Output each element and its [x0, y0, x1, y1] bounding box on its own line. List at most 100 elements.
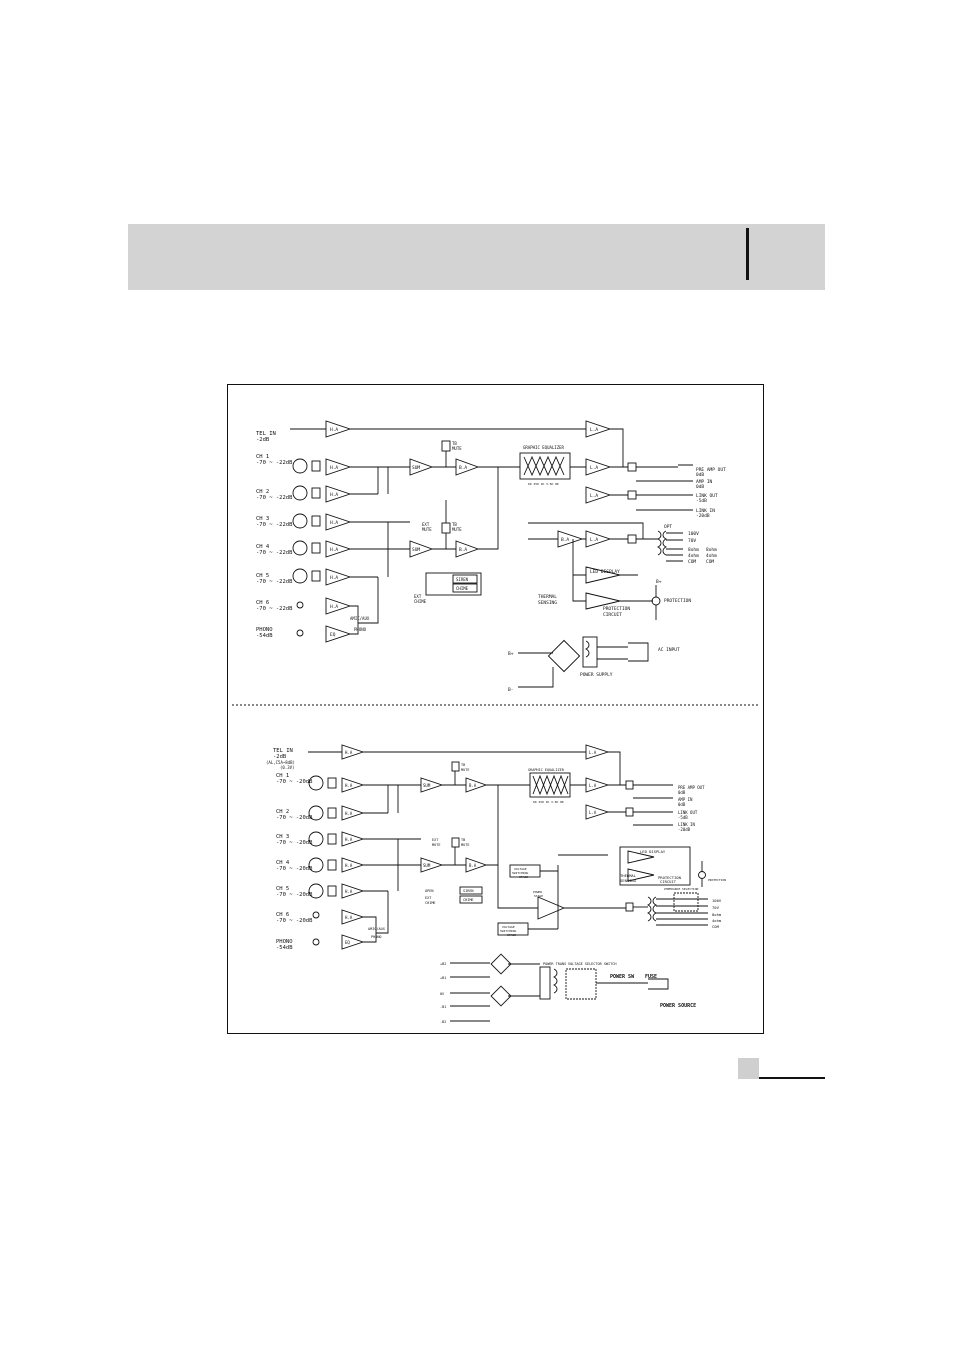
block-diagram-svg: TEL IN -2dB CH 1 -70 ~ -22dB CH 2 -70 ~ …	[232, 420, 759, 1024]
bottom-ch3-label: CH 3	[276, 834, 289, 840]
bottom-power-sw: POWER SW	[610, 974, 635, 980]
bottom-ch6-label: CH 6	[276, 912, 289, 918]
top-tb-2: TB	[452, 522, 457, 527]
top-ch2-level: -70 ~ -22dB	[256, 495, 293, 501]
bottom-diagram: TEL IN -2dB (AL,C5A~8dB) (0.3V) CH 1 -70…	[266, 744, 726, 1024]
bottom-out-amp-in-level: 0dB	[678, 802, 686, 807]
top-out-amp-in: AMP IN	[696, 479, 713, 485]
bottom-ba-1: B.A	[469, 783, 477, 788]
bottom-ha-label-ch4: H.A	[345, 863, 353, 868]
top-ext-mute: MUTE	[422, 527, 432, 532]
bottom-thermal-1: THERMAL	[620, 873, 637, 878]
bottom-ha-label-ch6: H.A	[345, 915, 353, 920]
top-ext-chime-2: CHIME	[414, 599, 427, 604]
top-phono-level: -54dB	[256, 633, 273, 639]
top-phono-label: PHONO	[256, 627, 273, 633]
top-la-4: L.A	[590, 537, 598, 543]
bottom-open: OPEN	[425, 889, 433, 893]
bottom-chime: CHIME	[463, 898, 474, 902]
block-diagram-frame: TEL IN -2dB CH 1 -70 ~ -22dB CH 2 -70 ~ …	[227, 384, 764, 1034]
top-out-link-in: LINK IN	[696, 508, 715, 514]
top-tap-8ohm: 8ohm	[688, 547, 699, 553]
bottom-out-amp-in: AMP IN	[678, 797, 693, 802]
bottom-ch3-level: -70 ~ -20dB	[276, 840, 313, 846]
top-b-plus-2: B+	[508, 651, 514, 657]
bottom-ch4-level: -70 ~ -20dB	[276, 866, 313, 872]
top-out-link-out: LINK OUT	[696, 493, 718, 499]
bottom-ext-chime-1: EXT	[425, 896, 432, 900]
top-ha-label-ch2: H.A	[330, 492, 338, 498]
top-ch1-level: -70 ~ -22dB	[256, 460, 293, 466]
bottom-protection: PROTECTION	[708, 878, 726, 882]
top-protection-circuit-1: PROTECTION	[603, 606, 630, 612]
bottom-power-trans: POWER TRANS	[543, 962, 566, 966]
top-ba-1: B.A	[459, 465, 467, 471]
top-chime: CHIME	[456, 586, 469, 591]
top-protection: PROTECTION	[664, 598, 691, 604]
bottom-rail-3: 0V	[440, 992, 445, 996]
bottom-tel-in-level: -2dB	[273, 754, 287, 760]
bottom-rail-2: +B1	[440, 976, 446, 980]
bottom-ch2-level: -70 ~ -20dB	[276, 815, 313, 821]
top-tel-in-level: -2dB	[256, 437, 270, 443]
bottom-xlr-connectors	[308, 775, 337, 946]
top-tap-4ohm-b: 4ohm	[706, 553, 717, 559]
top-protection-circuit-2: CIRCUIT	[603, 612, 622, 618]
top-thermal-2: SENSING	[538, 600, 557, 606]
top-ha-label-ch3: H.A	[330, 520, 338, 526]
bottom-la-2: L.A	[589, 783, 597, 788]
top-thermal-1: THERMAL	[538, 594, 557, 600]
bottom-led-display: LED DISPLAY	[640, 849, 666, 854]
top-ch6-level: -70 ~ -22dB	[256, 606, 293, 612]
bottom-ext-chime-2: CHIME	[425, 901, 436, 905]
bottom-rail-1: +B2	[440, 962, 446, 966]
top-tap-70v: 70V	[688, 538, 696, 544]
top-ch4-level: -70 ~ -22dB	[256, 550, 293, 556]
top-ba-3: B.A	[561, 537, 569, 543]
bottom-la-amps	[585, 744, 610, 820]
bottom-vss-1c: STAGE	[519, 875, 528, 879]
top-ch4-label: CH 4	[256, 544, 270, 550]
bottom-protection-amp	[627, 868, 655, 882]
bottom-vss-2a: VOLTAGE	[502, 925, 515, 929]
bottom-ch6-level: -70 ~ -20dB	[276, 918, 313, 924]
bottom-vsel-switch: VOLTAGE SELECTOR SWITCH	[568, 962, 616, 966]
bottom-mute-1: MUTE	[461, 768, 469, 772]
bottom-ch2-label: CH 2	[276, 809, 289, 815]
top-ext-chime-1: EXT	[414, 594, 422, 599]
top-geq-box	[519, 452, 571, 480]
top-ha-label-ch4: H.A	[330, 547, 338, 553]
bottom-out-link-in-level: -20dB	[678, 827, 691, 832]
top-ext-label: EXT	[422, 522, 430, 527]
top-mute-2: MUTE	[452, 527, 462, 532]
top-tap-com: COM	[688, 559, 696, 565]
top-ch5-level: -70 ~ -22dB	[256, 579, 293, 585]
top-opt: OPT	[664, 524, 672, 530]
bottom-out-link-out-level: -5dB	[678, 815, 688, 820]
top-la-3: L.A	[590, 493, 598, 499]
bottom-tap-70v: 70V	[712, 905, 720, 910]
bottom-sum-2: SUM	[423, 863, 431, 868]
bottom-mute-2: MUTE	[461, 843, 469, 847]
top-phono-sw: PHONO	[354, 627, 367, 632]
top-ha-label-tel: H.A	[330, 427, 338, 433]
top-out-link-out-level: -5dB	[696, 498, 707, 504]
bottom-eq-label: EQ	[345, 940, 350, 945]
top-out-pre-amp-level: 0dB	[696, 472, 704, 478]
bottom-ext-label: EXT	[432, 838, 439, 842]
bottom-ha-label-tel: H.A	[345, 750, 353, 755]
bottom-geq-bands: 60 250 1K 3.5K 8K	[533, 800, 564, 804]
top-ch3-level: -70 ~ -22dB	[256, 522, 293, 528]
top-ch1-label: CH 1	[256, 454, 269, 460]
bottom-phono-level: -54dB	[276, 945, 293, 951]
bottom-ha-label-ch5: H.A	[345, 889, 353, 894]
bottom-siren: SIREN	[463, 889, 474, 893]
bottom-out-pre-amp: PRE AMP OUT	[678, 785, 705, 790]
bottom-la-1: L.A	[589, 750, 597, 755]
bottom-power-stage-1: POWER	[533, 890, 542, 894]
bottom-geq-title: GRAPHIC EQUALIZER	[528, 768, 565, 772]
top-tb-1: TB	[452, 441, 457, 446]
bottom-thermal-2: SENSING	[620, 878, 637, 883]
bottom-power-source: POWER SOURCE	[660, 1003, 696, 1009]
top-power-supply: POWER SUPPLY	[580, 672, 613, 678]
